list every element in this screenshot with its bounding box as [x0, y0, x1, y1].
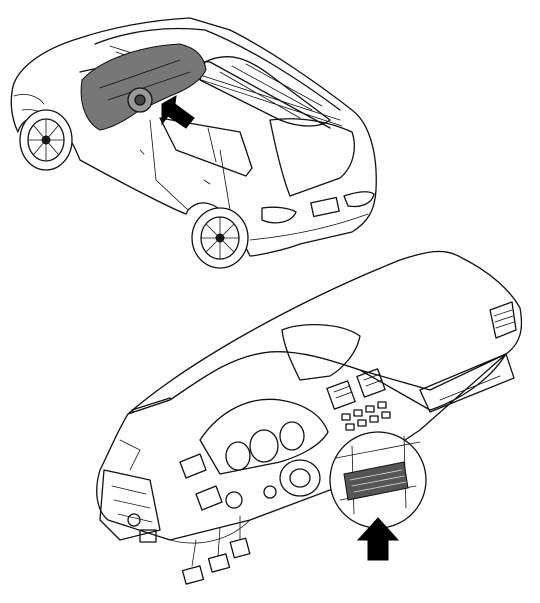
car-dashboard-highlight	[80, 43, 207, 131]
vehicle-overview	[10, 17, 377, 269]
steering-column	[279, 459, 321, 497]
front-wheel	[19, 109, 73, 171]
removal-arrow-icon	[356, 517, 400, 561]
pedals	[181, 515, 251, 585]
instrument-hood	[199, 398, 329, 475]
car-roof	[94, 27, 341, 111]
location-arrow-icon	[161, 95, 195, 129]
dashboard-detail	[96, 250, 523, 585]
rear-wheel	[191, 207, 249, 269]
left-end-mechanism	[99, 439, 161, 543]
center-console-buttons	[341, 401, 391, 431]
inset-detail-circle	[329, 431, 427, 529]
car-rear-window	[269, 118, 355, 197]
